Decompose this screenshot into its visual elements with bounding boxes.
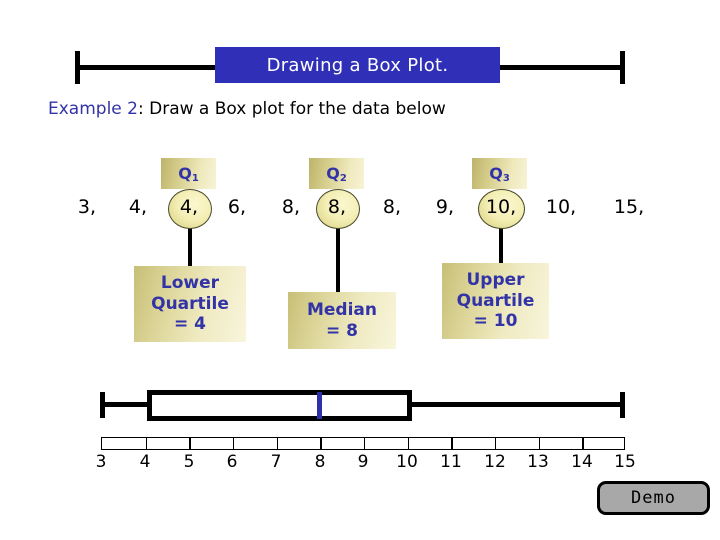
data-value-2: 4, xyxy=(179,196,199,218)
connector-q2 xyxy=(336,214,340,294)
axis-tick xyxy=(538,438,540,449)
quartile-tag-q2-label: Q2 xyxy=(326,164,347,184)
axis-label-10: 10 xyxy=(396,452,418,472)
callout-median: Median = 8 xyxy=(288,292,396,349)
data-value-row: 3, 4, 4, 6, 8, 8, 8, 9, 10, 10, 15, xyxy=(0,189,720,229)
quartile-tag-q1: Q1 xyxy=(161,158,216,189)
data-value-7: 9, xyxy=(435,196,455,218)
callout-upper-quartile-line2: Quartile xyxy=(456,290,535,311)
axis-tick xyxy=(233,438,235,449)
axis-tick xyxy=(320,438,322,449)
axis-tick xyxy=(276,438,278,449)
data-value-9: 10, xyxy=(545,196,577,218)
axis-tick xyxy=(495,438,497,449)
axis-label-3: 3 xyxy=(95,452,107,472)
connector-q3 xyxy=(499,214,503,266)
data-value-5: 8, xyxy=(327,196,347,218)
axis-label-8: 8 xyxy=(314,452,326,472)
data-value-6: 8, xyxy=(382,196,402,218)
axis-label-11: 11 xyxy=(440,452,462,472)
callout-median-line1: Median xyxy=(306,299,378,320)
subtitle: Example 2: Draw a Box plot for the data … xyxy=(48,99,446,119)
whisker-cap-min xyxy=(100,392,105,418)
axis-tick xyxy=(582,438,584,449)
axis-tick xyxy=(451,438,453,449)
axis-label-15: 15 xyxy=(614,452,636,472)
circle-highlight-q3 xyxy=(478,189,525,229)
circle-highlight-q2 xyxy=(316,189,360,229)
axis-tick xyxy=(407,438,409,449)
title-cap-right xyxy=(620,51,625,84)
title-banner: Drawing a Box Plot. xyxy=(215,47,500,83)
quartile-tag-q3-label: Q3 xyxy=(489,164,510,184)
whisker-cap-max xyxy=(620,392,625,418)
axis-label-4: 4 xyxy=(139,452,151,472)
axis-label-9: 9 xyxy=(357,452,369,472)
demo-button[interactable]: Demo xyxy=(597,481,710,515)
subtitle-rest: : Draw a Box plot for the data below xyxy=(137,99,446,119)
data-value-4: 8, xyxy=(281,196,301,218)
callout-upper-quartile: Upper Quartile = 10 xyxy=(442,263,549,339)
axis-tick xyxy=(189,438,191,449)
data-value-0: 3, xyxy=(77,196,97,218)
callout-median-line2: = 8 xyxy=(326,320,358,341)
callout-upper-quartile-line3: = 10 xyxy=(473,311,518,332)
page-title: Drawing a Box Plot. xyxy=(266,54,449,76)
whisker-line-lower xyxy=(100,402,150,407)
axis-label-7: 7 xyxy=(270,452,282,472)
data-value-1: 4, xyxy=(128,196,148,218)
data-value-3: 6, xyxy=(227,196,247,218)
circle-highlight-q1 xyxy=(168,189,212,229)
axis-label-12: 12 xyxy=(484,452,506,472)
callout-lower-quartile: Lower Quartile = 4 xyxy=(134,266,246,342)
data-value-8: 10, xyxy=(485,196,517,218)
callout-lower-quartile-line2: Quartile xyxy=(151,293,229,314)
axis-label-6: 6 xyxy=(226,452,238,472)
demo-button-label: Demo xyxy=(631,488,676,508)
subtitle-highlight: Example 2 xyxy=(48,99,138,119)
whisker-line-upper xyxy=(409,402,625,407)
median-line xyxy=(317,392,322,419)
title-cap-left xyxy=(75,51,80,84)
quartile-box xyxy=(147,390,412,421)
axis-tick xyxy=(145,438,147,449)
axis-tick xyxy=(364,438,366,449)
axis-label-14: 14 xyxy=(571,452,593,472)
axis-label-13: 13 xyxy=(527,452,549,472)
data-value-10: 15, xyxy=(613,196,645,218)
quartile-tag-q1-label: Q1 xyxy=(178,164,199,184)
callout-upper-quartile-line1: Upper xyxy=(466,269,525,290)
connector-q1 xyxy=(188,214,192,276)
quartile-tag-q2: Q2 xyxy=(309,158,364,189)
callout-lower-quartile-line3: = 4 xyxy=(174,314,206,335)
axis-label-5: 5 xyxy=(183,452,195,472)
axis-ruler xyxy=(101,437,625,450)
quartile-tag-q3: Q3 xyxy=(472,158,527,189)
callout-lower-quartile-line1: Lower xyxy=(160,272,220,293)
